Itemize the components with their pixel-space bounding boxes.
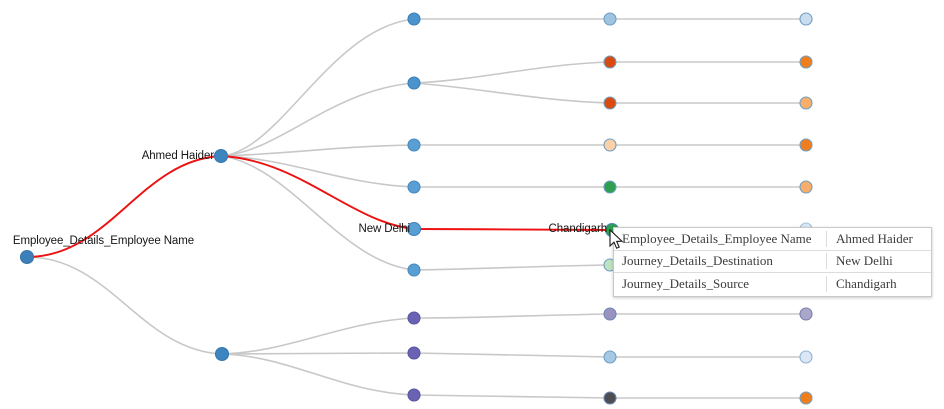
graph-link: [221, 353, 415, 396]
graph-link: [220, 155, 415, 271]
graph-nodes[interactable]: [19, 12, 813, 405]
graph-link: [220, 18, 415, 157]
node-label-chandigarh: Chandigarh: [548, 223, 608, 235]
node-c2-7[interactable]: [407, 311, 421, 325]
graph-link: [220, 155, 415, 188]
node-c3-10[interactable]: [603, 391, 617, 405]
graph-link: [413, 352, 611, 358]
graph-link: [413, 394, 611, 399]
tooltip-key: Journey_Details_Source: [614, 276, 827, 293]
node-new-delhi[interactable]: [406, 221, 422, 237]
graph-link: [26, 256, 223, 355]
node-label-ahmed: Ahmed Haider: [141, 150, 214, 162]
node-c2-9[interactable]: [407, 388, 421, 402]
graph-links: [26, 18, 807, 399]
mouse-cursor-icon: [609, 229, 624, 249]
graph-links-highlighted: [26, 155, 613, 258]
node-label-new-delhi: New Delhi: [358, 223, 410, 235]
tooltip-key: Journey_Details_Destination: [614, 253, 827, 270]
node-c4-5[interactable]: [799, 180, 813, 194]
tooltip-value: New Delhi: [836, 253, 893, 269]
graph-link: [413, 61, 611, 84]
node-c2-6[interactable]: [407, 263, 421, 277]
node-label-root: Employee_Details_Employee Name: [12, 235, 194, 247]
node-c2-1[interactable]: [407, 12, 421, 26]
tooltip-row: Journey_Details_Source Chandigarh: [614, 273, 931, 296]
node-c2-2[interactable]: [407, 76, 421, 90]
node-c4-2[interactable]: [799, 55, 813, 69]
node-c2-4[interactable]: [407, 180, 421, 194]
node-c4-8[interactable]: [799, 307, 813, 321]
node-c2-3[interactable]: [407, 138, 421, 152]
graph-link: [413, 264, 611, 271]
tooltip-value: Ahmed Haider: [836, 230, 913, 246]
node-c4-3[interactable]: [799, 96, 813, 110]
graph-link-highlighted: [220, 155, 415, 230]
graph-link: [221, 317, 415, 355]
graph-link: [220, 144, 415, 157]
node-c3-9[interactable]: [603, 350, 617, 364]
node-c3-4[interactable]: [603, 138, 617, 152]
graph-link: [413, 313, 611, 319]
node-c3-3[interactable]: [603, 96, 617, 110]
node-c4-1[interactable]: [799, 12, 813, 26]
node-branch-lower[interactable]: [214, 346, 230, 362]
node-c2-8[interactable]: [407, 346, 421, 360]
node-ahmed-haider[interactable]: [213, 148, 229, 164]
graph-link-highlighted: [26, 155, 222, 258]
details-tooltip: Employee_Details_Employee Name Ahmed Hai…: [613, 227, 932, 297]
node-c4-9[interactable]: [799, 350, 813, 364]
tooltip-row: Journey_Details_Destination New Delhi: [614, 251, 931, 274]
node-c3-5[interactable]: [603, 180, 617, 194]
graph-link: [413, 82, 611, 104]
tooltip-key: Employee_Details_Employee Name: [614, 230, 827, 247]
node-c3-2[interactable]: [603, 55, 617, 69]
node-c3-1[interactable]: [603, 12, 617, 26]
graph-link: [221, 352, 415, 355]
tooltip-row: Employee_Details_Employee Name Ahmed Hai…: [614, 228, 931, 251]
node-root-employee-name[interactable]: [19, 249, 35, 265]
graph-link-highlighted: [413, 228, 613, 231]
node-c4-4[interactable]: [799, 138, 813, 152]
node-c4-10[interactable]: [799, 391, 813, 405]
tooltip-value: Chandigarh: [836, 276, 897, 292]
node-c3-8[interactable]: [603, 307, 617, 321]
graph-link: [220, 82, 415, 157]
